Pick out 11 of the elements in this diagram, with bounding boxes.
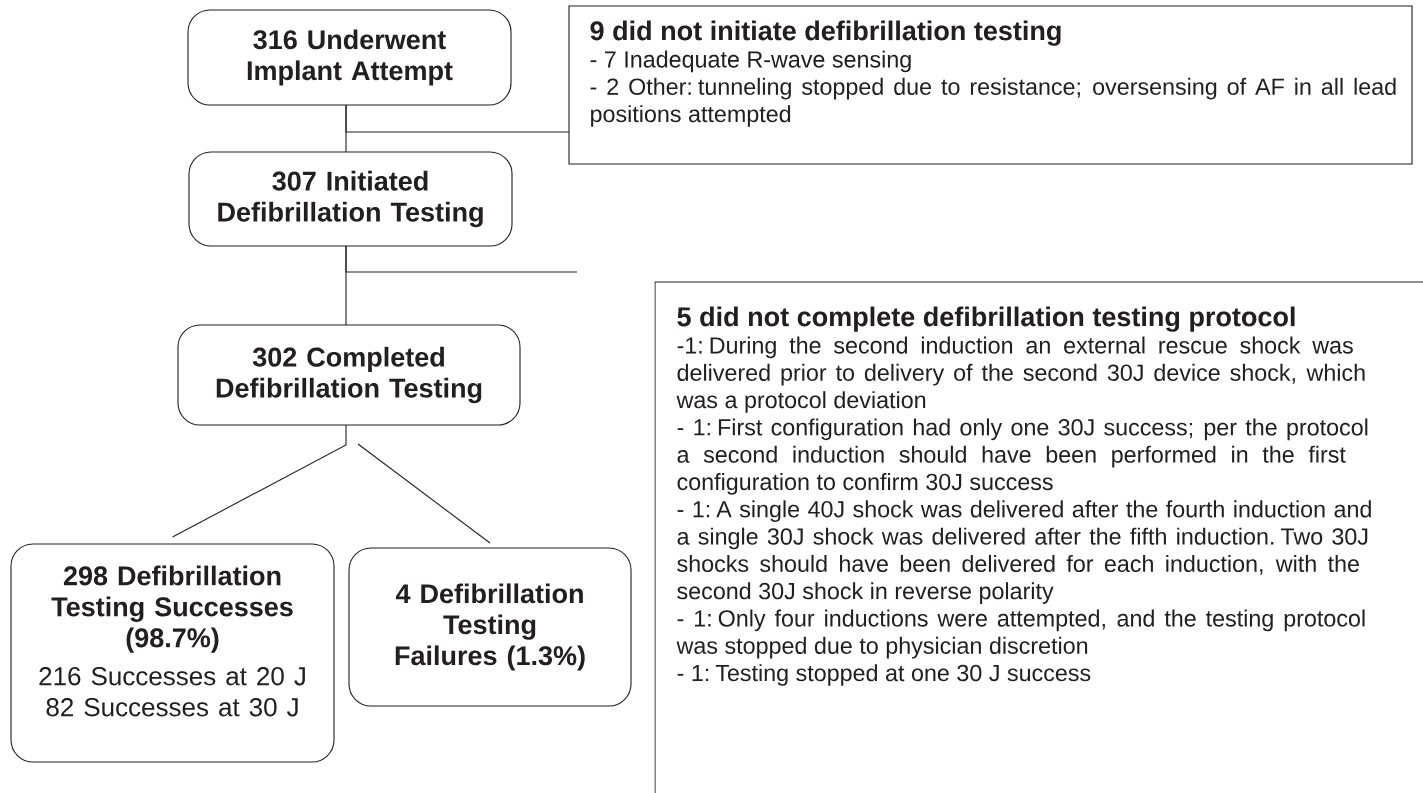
flow-box: 298 Defibrillation Testing Successes (98.7%) 216 Successes at 20 J 82 Successes at 30 J <box>10 543 335 763</box>
connector-line <box>345 245 578 273</box>
flow-box: 307 Initiated Defibrillation Testing <box>188 151 513 247</box>
connector-line <box>171 424 347 538</box>
note-box: 5 did not complete defibrillation testing protocol -1: During the second induction an external rescue shock was delivered prior to delivery of the second 30J device shock, which was a protocol deviation - 1: First configuration had only one 30J success; per the protocol a second induction should have been performed in the first configuration to confirm 30J success - 1: A single 40J shock was delivered after the fourth induction and a single 30J shock was delivered after the fifth induction. Two 30J shocks should have been delivered for each induction, with the second 30J shock in reverse polarity - 1: Only four inductions were attempted, and the testing protocol was stopped due to physician discretion - 1: Testing stopped at one 30 J success <box>654 281 1423 793</box>
flow-box: 302 Completed Defibrillation Testing <box>177 324 521 426</box>
connector-line <box>357 443 491 544</box>
note-box: 9 did not initiate defibrillation testing - 7 Inadequate R-wave sensing - 2 Other: tunneling stopped due to resistance; oversensing of AF in all lead positions attempted <box>568 5 1413 165</box>
connector-line <box>345 104 570 133</box>
flow-box: 4 Defibrillation Testing Failures (1.3%) <box>348 547 632 707</box>
flow-box: 316 Underwent Implant Attempt <box>187 9 512 106</box>
